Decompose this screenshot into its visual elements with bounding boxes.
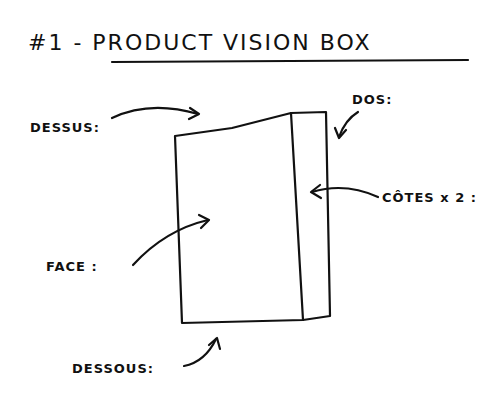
title: #1 - PRODUCT VISION BOX	[28, 30, 372, 55]
arrowhead	[209, 338, 220, 349]
box-side	[291, 112, 330, 320]
arrowhead	[189, 108, 199, 119]
leader-cotes	[312, 188, 378, 197]
arrowhead	[199, 215, 209, 228]
part-label: DESSUS:	[30, 120, 100, 135]
part-label: FACE :	[46, 259, 98, 274]
part-label: DESSOUS:	[72, 361, 154, 376]
title-underline	[112, 60, 468, 62]
box-face	[175, 113, 303, 323]
leader-dessus	[112, 108, 198, 118]
leader-face	[133, 220, 208, 265]
part-label: DOS:	[352, 92, 392, 107]
arrowhead	[335, 128, 346, 138]
arrowhead	[311, 185, 321, 198]
part-label: CÔTES x 2 :	[382, 190, 477, 205]
